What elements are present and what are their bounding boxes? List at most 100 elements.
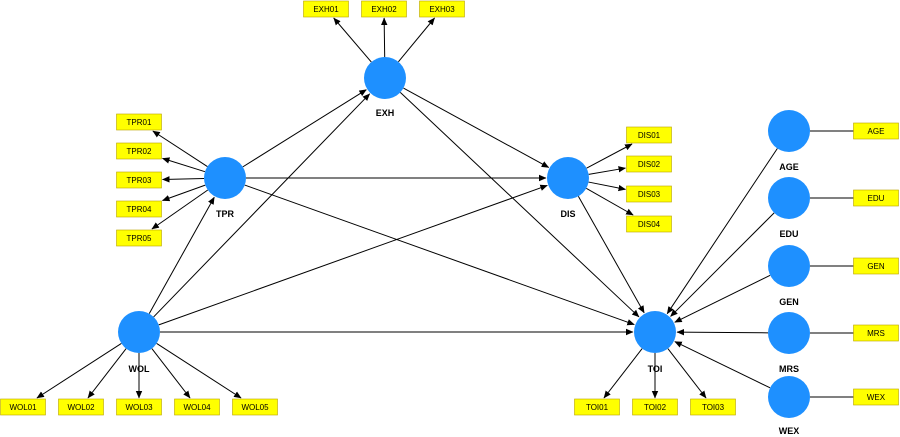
indicator-tpr02[interactable]: TPR02 (116, 142, 162, 160)
indicator-label: WOL05 (241, 403, 269, 412)
construct-label: WOL (129, 364, 150, 374)
loading-dis01 (586, 143, 633, 169)
indicator-edu[interactable]: EDU (853, 189, 899, 207)
indicator-tpr01[interactable]: TPR01 (116, 113, 162, 131)
loading-tpr03 (162, 176, 205, 183)
indicator-dis03[interactable]: DIS03 (626, 185, 672, 203)
construct-wex[interactable]: WEX (768, 376, 810, 436)
construct-label: EDU (779, 229, 798, 239)
indicator-label: AGE (868, 127, 885, 136)
indicator-exh01[interactable]: EXH01 (303, 0, 349, 18)
indicator-toi01[interactable]: TOI01 (574, 398, 620, 416)
indicator-label: WOL03 (125, 403, 153, 412)
construct-toi[interactable]: TOI (634, 311, 676, 374)
construct-age[interactable]: AGE (768, 110, 810, 172)
indicator-label: EXH03 (429, 5, 455, 14)
construct-label: AGE (779, 162, 799, 172)
indicator-label: TOI03 (702, 403, 725, 412)
path-dis-to-toi (577, 196, 645, 314)
indicator-box (626, 215, 672, 233)
indicator-gen[interactable]: GEN (853, 257, 899, 275)
indicator-label: EDU (868, 194, 885, 203)
indicator-box (626, 155, 672, 173)
indicator-dis04[interactable]: DIS04 (626, 215, 672, 233)
indicator-box (0, 398, 46, 416)
indicator-dis01[interactable]: DIS01 (626, 126, 672, 144)
construct-mrs[interactable]: MRS (768, 312, 810, 374)
indicator-label: DIS03 (638, 190, 661, 199)
construct-tpr[interactable]: TPR (204, 157, 246, 219)
indicator-tpr05[interactable]: TPR05 (116, 229, 162, 247)
construct-exh[interactable]: EXH (364, 57, 406, 118)
indicator-label: GEN (867, 262, 885, 271)
construct-gen[interactable]: GEN (768, 245, 810, 307)
indicator-box (853, 122, 899, 140)
indicator-box (626, 126, 672, 144)
indicator-box (626, 185, 672, 203)
indicator-dis02[interactable]: DIS02 (626, 155, 672, 173)
construct-label: MRS (779, 364, 799, 374)
loading-dis02 (588, 166, 626, 175)
indicator-box (303, 0, 349, 18)
indicator-exh03[interactable]: EXH03 (419, 0, 465, 18)
loading-tpr01 (152, 130, 208, 167)
indicator-wex[interactable]: WEX (853, 388, 899, 406)
construct-circle (204, 157, 246, 199)
indicator-label: DIS04 (638, 220, 661, 229)
indicator-label: TPR03 (127, 176, 152, 185)
loading-wol05 (156, 342, 242, 399)
indicator-box (116, 200, 162, 218)
indicator-box (853, 189, 899, 207)
construct-wol[interactable]: WOL (118, 311, 160, 374)
indicator-tpr03[interactable]: TPR03 (116, 171, 162, 189)
indicator-label: EXH01 (313, 5, 339, 14)
path-gen-to-toi (674, 274, 771, 323)
indicator-label: WOL02 (67, 403, 95, 412)
indicator-label: TPR01 (127, 118, 152, 127)
indicator-box (361, 0, 407, 18)
loading-exh01 (333, 17, 372, 63)
loading-toi01 (603, 348, 643, 399)
indicator-wol04[interactable]: WOL04 (174, 398, 220, 416)
indicator-box (116, 142, 162, 160)
loading-wol04 (151, 348, 191, 399)
construct-circle (768, 245, 810, 287)
path-tpr-to-toi (244, 184, 635, 326)
indicator-age[interactable]: AGE (853, 122, 899, 140)
indicator-label: TOI02 (644, 403, 667, 412)
indicator-wol02[interactable]: WOL02 (58, 398, 104, 416)
indicator-box (853, 257, 899, 275)
indicator-mrs[interactable]: MRS (853, 324, 899, 342)
indicator-box (116, 229, 162, 247)
construct-edu[interactable]: EDU (768, 177, 810, 239)
indicator-box (116, 113, 162, 131)
indicator-box (419, 0, 465, 18)
indicator-wol03[interactable]: WOL03 (116, 398, 162, 416)
loading-exh03 (397, 17, 435, 63)
indicator-box (690, 398, 736, 416)
construct-circle (547, 157, 589, 199)
indicator-exh02[interactable]: EXH02 (361, 0, 407, 18)
loading-dis03 (588, 181, 626, 192)
indicator-box (853, 388, 899, 406)
indicator-box (853, 324, 899, 342)
indicator-box (574, 398, 620, 416)
construct-circle (118, 311, 160, 353)
indicator-wol01[interactable]: WOL01 (0, 398, 46, 416)
indicator-label: EXH02 (371, 5, 397, 14)
indicator-label: TPR04 (127, 205, 152, 214)
edges-layer (36, 17, 854, 399)
loading-wol01 (36, 342, 122, 399)
construct-dis[interactable]: DIS (547, 157, 589, 219)
construct-circle (768, 312, 810, 354)
indicator-box (174, 398, 220, 416)
indicator-wol05[interactable]: WOL05 (232, 398, 278, 416)
construct-circle (768, 177, 810, 219)
indicator-tpr04[interactable]: TPR04 (116, 200, 162, 218)
indicator-label: TOI01 (586, 403, 609, 412)
path-wex-to-toi (674, 341, 771, 389)
indicator-toi03[interactable]: TOI03 (690, 398, 736, 416)
indicator-label: DIS01 (638, 131, 661, 140)
indicator-toi02[interactable]: TOI02 (632, 398, 678, 416)
